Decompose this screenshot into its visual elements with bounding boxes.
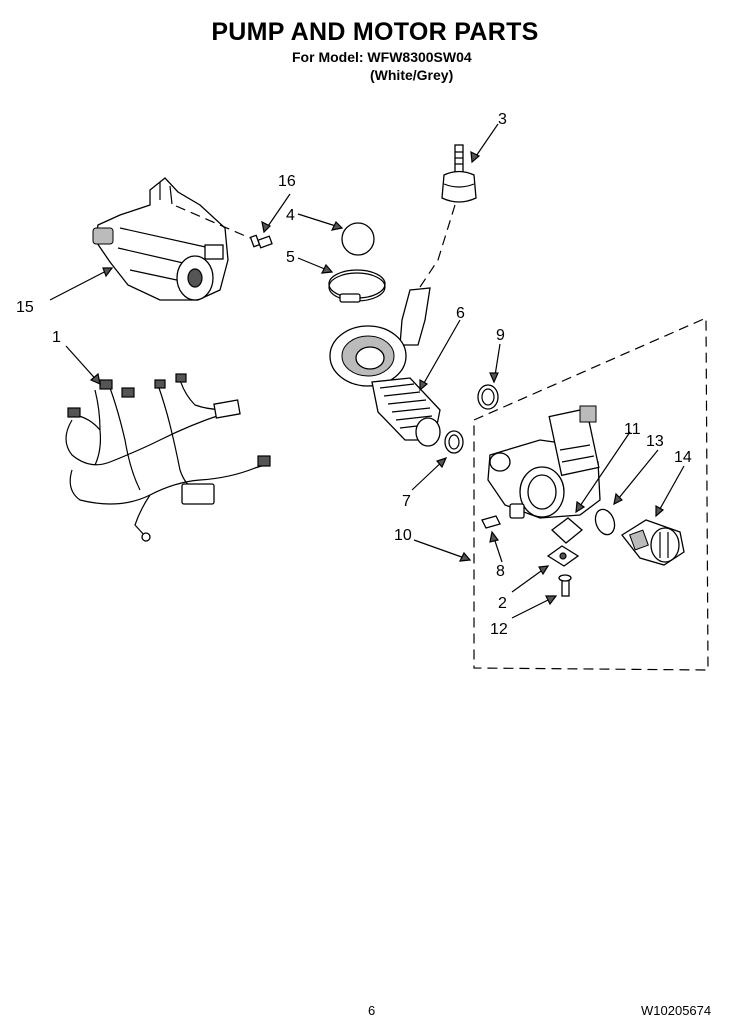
- model-number: For Model: WFW8300SW04: [292, 49, 472, 65]
- callout-12: 12: [490, 621, 508, 638]
- bolt-alignment-line: [175, 205, 251, 239]
- leader-lines: [49, 123, 685, 619]
- callout-3: 3: [498, 111, 507, 128]
- callout-7: 7: [402, 493, 411, 510]
- check-ball: [341, 222, 375, 256]
- callout-11: 11: [624, 421, 641, 438]
- callout-5: 5: [286, 249, 295, 266]
- hose-clamp: [328, 269, 386, 303]
- callout-8: 8: [496, 563, 505, 580]
- page-title: PUMP AND MOTOR PARTS: [211, 18, 539, 46]
- callout-9: 9: [496, 327, 505, 344]
- o-ring: [594, 508, 616, 536]
- callout-2: 2: [498, 595, 507, 612]
- document-number: W10205674: [641, 1003, 712, 1018]
- pump-clip: [481, 515, 501, 529]
- air-dome: [441, 144, 477, 203]
- drain-pump: [487, 405, 601, 519]
- pump-gasket: [550, 517, 584, 544]
- model-color: (White/Grey): [370, 67, 454, 83]
- dome-alignment-line: [417, 204, 456, 291]
- pump-assembly-box: [473, 317, 709, 671]
- motor-bolt: [249, 234, 273, 249]
- pump-screw: [558, 574, 572, 597]
- tub-hose: [329, 287, 441, 447]
- hose-clamp-small: [444, 430, 464, 454]
- pump-inlet-clamp: [477, 384, 499, 410]
- callout-13: 13: [646, 433, 664, 450]
- callout-10: 10: [394, 527, 412, 544]
- wire-harness: [65, 373, 271, 542]
- callout-6: 6: [456, 305, 465, 322]
- drive-motor: [92, 177, 229, 301]
- callout-1: 1: [52, 329, 61, 346]
- callout-4: 4: [286, 207, 295, 224]
- page-number: 6: [368, 1003, 376, 1018]
- callout-14: 14: [674, 449, 692, 466]
- callout-15: 15: [16, 299, 34, 316]
- pump-filter: [621, 519, 685, 566]
- callout-16: 16: [278, 173, 296, 190]
- mounting-bracket: [546, 545, 580, 567]
